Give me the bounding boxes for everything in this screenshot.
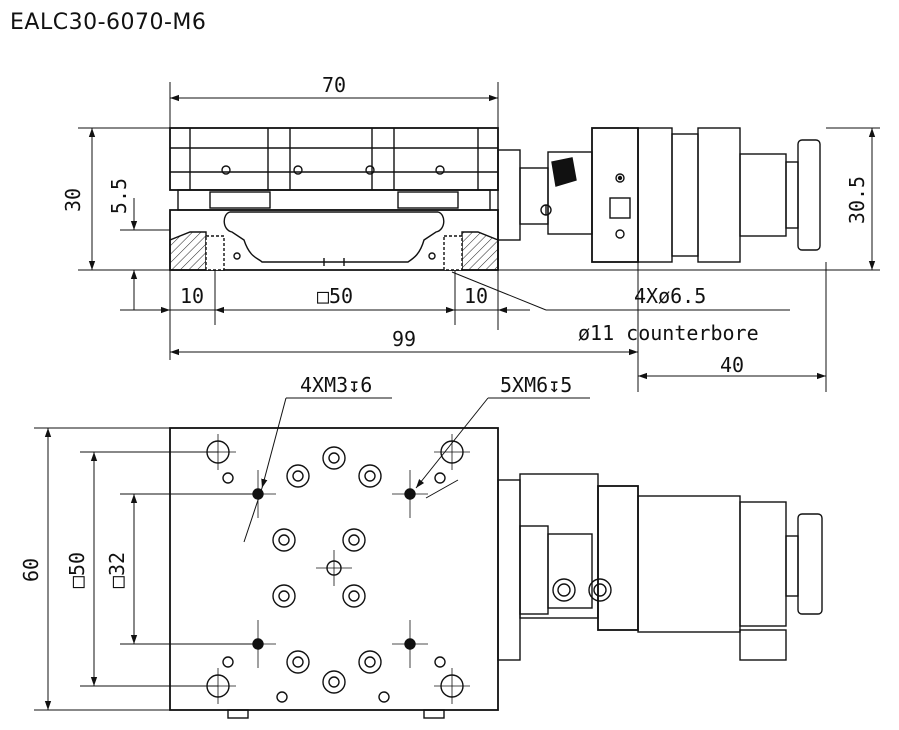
top-view-labels: 60 □50 □32 4XM3↧6 5XM6↧5 (19, 373, 572, 588)
dim-30-5: 30.5 (845, 176, 869, 224)
side-view (169, 127, 821, 271)
drawing-title: EALC30-6070-M6 (10, 10, 207, 35)
top-view-dimensions (34, 397, 590, 711)
hatched-right (461, 231, 499, 271)
side-view-labels: 70 30 5.5 30.5 10 □50 10 99 40 4Xø6.5 ø1… (61, 73, 869, 377)
side-view-dimensions (88, 94, 876, 380)
note-m6-holes: 5XM6↧5 (500, 373, 572, 397)
dim-right-10: 10 (464, 284, 488, 308)
dim-99: 99 (392, 327, 416, 351)
dim-60: 60 (19, 558, 43, 582)
dim-square-50-top: □50 (65, 552, 89, 588)
dim-40: 40 (720, 353, 744, 377)
dim-left-10: 10 (180, 284, 204, 308)
dim-70: 70 (322, 73, 346, 97)
note-m3-holes: 4XM3↧6 (300, 373, 372, 397)
dim-5-5: 5.5 (107, 178, 131, 214)
top-view-center-lines (200, 434, 470, 704)
motor-body (591, 127, 639, 263)
dim-30: 30 (61, 188, 85, 212)
dim-square-50-side: □50 (317, 284, 353, 308)
dim-square-32: □32 (105, 552, 129, 588)
note-counterbore: ø11 counterbore (578, 321, 759, 345)
note-holes-6-5: 4Xø6.5 (634, 284, 706, 308)
hatched-left (169, 231, 207, 271)
top-view (169, 427, 823, 719)
knob-top (797, 513, 823, 615)
motor-body-top (597, 485, 639, 631)
knob (797, 139, 821, 251)
stage-top-block (169, 127, 499, 191)
